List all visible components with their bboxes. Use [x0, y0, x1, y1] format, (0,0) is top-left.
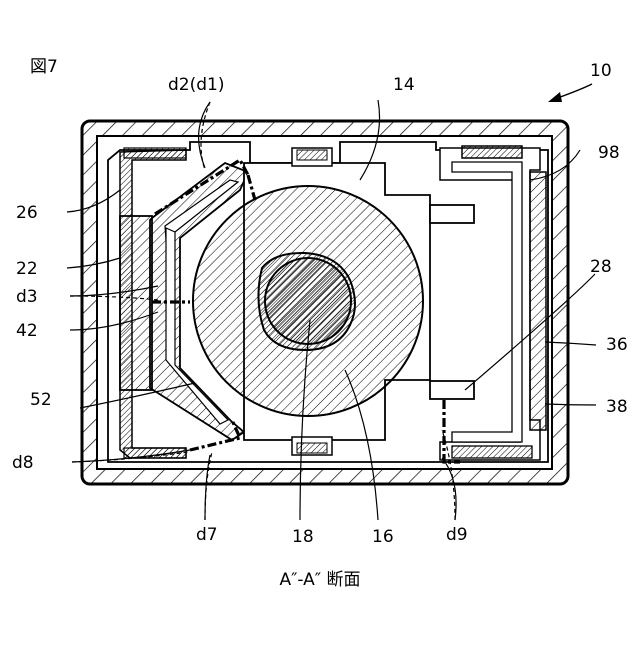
top-block — [292, 148, 332, 166]
label-18: 18 — [292, 527, 314, 547]
label-38: 38 — [606, 397, 628, 417]
label-10: 10 — [590, 61, 612, 81]
left-magnet — [120, 216, 152, 390]
label-22: 22 — [16, 259, 38, 279]
shaft — [258, 253, 355, 350]
label-d3: d3 — [16, 287, 38, 307]
label-d8: d8 — [12, 453, 34, 473]
figure-label: 図7 — [30, 57, 58, 77]
device-arrow — [548, 84, 592, 102]
section-caption: A″-A″ 断面 — [279, 570, 360, 590]
label-d2-d1: d2(d1) — [168, 75, 224, 95]
stator-tab-top — [430, 205, 474, 223]
label-36: 36 — [606, 335, 628, 355]
label-26: 26 — [16, 203, 38, 223]
label-98: 98 — [598, 143, 620, 163]
label-d9: d9 — [446, 525, 468, 545]
bottom-block — [292, 437, 332, 455]
label-d7: d7 — [196, 525, 218, 545]
label-42: 42 — [16, 321, 38, 341]
label-14: 14 — [393, 75, 415, 95]
stator-tab-bottom — [430, 381, 474, 399]
label-28: 28 — [590, 257, 612, 277]
label-52: 52 — [30, 390, 52, 410]
label-16: 16 — [372, 527, 394, 547]
